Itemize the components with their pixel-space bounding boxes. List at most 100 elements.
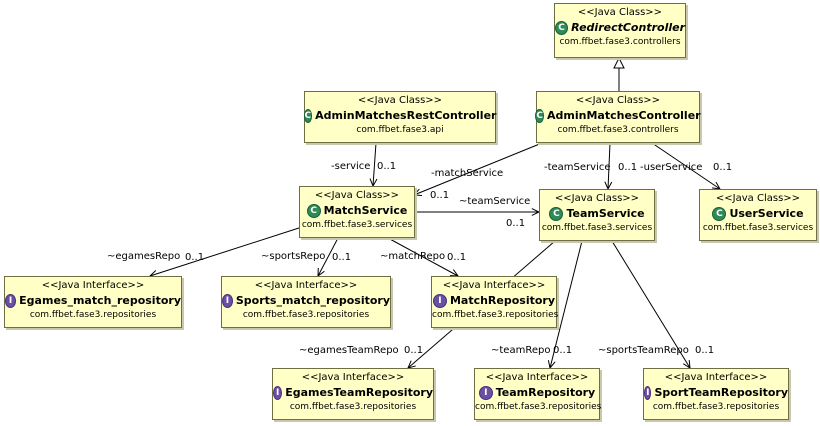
edge-multiplicity-label: 0..1 — [430, 190, 450, 201]
node-package: com.ffbet.fase3.repositories — [289, 402, 417, 412]
edge-multiplicity-label: 0..1 — [332, 252, 352, 263]
association-arrowhead — [682, 359, 691, 369]
edge-role-label: -service — [331, 161, 371, 172]
node-name: RedirectController — [571, 21, 685, 34]
class-icon: C — [555, 21, 569, 35]
node-stereotype: <<Java Interface>> — [41, 280, 145, 291]
node-stereotype: <<Java Class>> — [554, 193, 640, 204]
node-stereotype: <<Java Class>> — [575, 95, 661, 106]
node-package: com.ffbet.fase3.repositories — [432, 310, 559, 320]
node-name: SportTeamRepository — [654, 386, 788, 399]
node-package: com.ffbet.fase3.repositories — [29, 310, 157, 320]
edge-multiplicity-label: 0..1 — [695, 345, 715, 356]
node-name: UserService — [729, 207, 804, 220]
class-icon: C — [712, 207, 727, 221]
interface-icon: I — [273, 386, 283, 400]
node-stereotype: <<Java Interface>> — [442, 280, 546, 291]
node-stereotype: <<Java Class>> — [314, 190, 400, 201]
generalization-edge — [613, 56, 625, 91]
node-stereotype: <<Java Class>> — [715, 193, 801, 204]
node-stereotype: <<Java Interface>> — [485, 372, 589, 383]
edge-role-label: -matchService — [431, 168, 504, 179]
edge-line — [611, 240, 691, 369]
edge-line — [607, 142, 611, 190]
interface-icon: I — [5, 294, 17, 308]
edge-role-label: -teamService — [544, 162, 611, 173]
node-stereotype: <<Java Class>> — [357, 95, 443, 106]
node-name: AdminMatchesController — [547, 109, 701, 122]
edge-line — [372, 142, 377, 187]
association-edge — [369, 142, 378, 188]
edge-line — [413, 142, 543, 196]
edge-multiplicity-label: 0..1 — [618, 162, 638, 173]
node-name: MatchRepository — [449, 294, 556, 307]
node-name: Sports_match_repository — [235, 294, 390, 307]
edge-role-label: ~teamRepo — [491, 345, 551, 356]
node-stereotype: <<Java Class>> — [577, 7, 663, 18]
node-package: com.ffbet.fase3.repositories — [242, 310, 370, 320]
interface-icon: I — [222, 294, 233, 308]
node-stereotype: <<Java Interface>> — [664, 372, 768, 383]
interface-icon: I — [432, 294, 447, 308]
interface-icon: I — [478, 386, 493, 400]
generalization-arrowhead — [613, 56, 625, 69]
node-package: com.ffbet.fase3.controllers — [559, 37, 681, 47]
node-name: EgamesTeamRepository — [285, 386, 433, 399]
node-name: TeamService — [566, 207, 645, 220]
edge-role-label: ~egamesTeamRepo — [299, 345, 399, 356]
edge-multiplicity-label: 0..1 — [713, 162, 733, 173]
node-stereotype: <<Java Interface>> — [301, 372, 405, 383]
edge-line — [387, 237, 459, 277]
node-package: com.ffbet.fase3.controllers — [557, 125, 679, 135]
node-package: com.ffbet.fase3.api — [356, 125, 444, 135]
node-package: com.ffbet.fase3.services — [541, 223, 653, 233]
edge-multiplicity-label: 0..1 — [553, 345, 573, 356]
edge-line — [317, 237, 339, 277]
edge-role-label: ~matchRepo — [380, 251, 446, 262]
edge-line — [549, 240, 583, 369]
edge-multiplicity-label: 0..1 — [506, 218, 526, 229]
node-name: Egames_match_repository — [19, 294, 181, 307]
edge-multiplicity-label: 0..1 — [377, 161, 397, 172]
node-stereotype: <<Java Interface>> — [254, 280, 358, 291]
node-package: com.ffbet.fase3.services — [301, 220, 413, 230]
edge-multiplicity-label: 0..1 — [404, 345, 424, 356]
class-icon: C — [535, 109, 545, 123]
node-name: AdminMatchesRestController — [315, 109, 497, 122]
edge-role-label: ~sportsRepo — [261, 251, 326, 262]
class-icon: C — [549, 207, 564, 221]
edge-line — [149, 226, 303, 277]
node-package: com.ffbet.fase3.repositories — [652, 402, 780, 412]
edge-role-label: -userService — [640, 162, 703, 173]
edge-multiplicity-label: 0..1 — [447, 252, 467, 263]
edge-multiplicity-label: 0..1 — [185, 252, 205, 263]
interface-icon: I — [644, 386, 652, 400]
class-icon: C — [303, 109, 313, 123]
node-name: TeamRepository — [495, 386, 596, 399]
edge-role-label: ~egamesRepo — [107, 251, 181, 262]
